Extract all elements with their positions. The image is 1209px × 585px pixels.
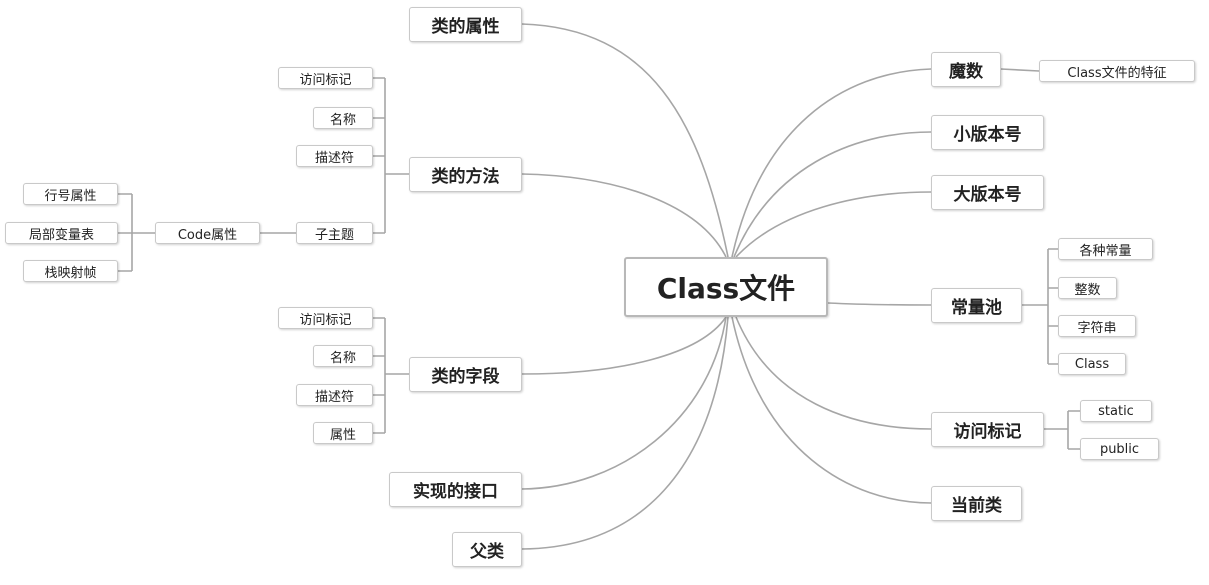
node-method-access-flags[interactable]: 访问标记 xyxy=(278,67,373,89)
edge-root-minor xyxy=(733,131,932,258)
node-field-access-flags[interactable]: 访问标记 xyxy=(278,307,373,329)
node-field-descriptor[interactable]: 描述符 xyxy=(296,384,373,406)
node-field-attribute[interactable]: 属性 xyxy=(313,422,373,444)
edge-root-magic xyxy=(731,68,932,258)
node-line-number-attribute[interactable]: 行号属性 xyxy=(23,183,118,205)
node-class-file-feature[interactable]: Class文件的特征 xyxy=(1039,60,1195,82)
edge-root-fields xyxy=(521,316,727,375)
node-access-flags[interactable]: 访问标记 xyxy=(931,412,1044,447)
node-pool-integer[interactable]: 整数 xyxy=(1058,277,1117,299)
edge-code-bracket xyxy=(118,193,155,272)
edge-root-pool xyxy=(827,302,932,306)
node-class-attributes[interactable]: 类的属性 xyxy=(409,7,522,42)
node-major-version[interactable]: 大版本号 xyxy=(931,175,1044,210)
edge-pool-bracket xyxy=(1022,249,1049,364)
node-pool-string[interactable]: 字符串 xyxy=(1058,315,1136,337)
node-parent-class[interactable]: 父类 xyxy=(452,532,522,567)
edge-magic-desc xyxy=(1000,68,1040,72)
edge-root-major xyxy=(735,191,932,258)
root-node[interactable]: Class文件 xyxy=(624,257,828,317)
node-constant-pool[interactable]: 常量池 xyxy=(931,288,1022,323)
edge-methods-bracket xyxy=(373,77,409,234)
node-access-static[interactable]: static xyxy=(1080,400,1152,422)
node-class-fields[interactable]: 类的字段 xyxy=(409,357,522,392)
node-magic-number[interactable]: 魔数 xyxy=(931,52,1001,87)
node-minor-version[interactable]: 小版本号 xyxy=(931,115,1044,150)
node-access-public[interactable]: public xyxy=(1080,438,1159,460)
edge-root-interfaces xyxy=(521,316,727,490)
edge-root-methods xyxy=(521,173,727,258)
node-local-variable-table[interactable]: 局部变量表 xyxy=(5,222,118,244)
node-interfaces[interactable]: 实现的接口 xyxy=(389,472,522,507)
node-code-attribute[interactable]: Code属性 xyxy=(155,222,260,244)
node-method-descriptor[interactable]: 描述符 xyxy=(296,145,373,167)
node-current-class[interactable]: 当前类 xyxy=(931,486,1022,521)
edge-root-current xyxy=(731,316,932,504)
node-method-subtopic[interactable]: 子主题 xyxy=(296,222,373,244)
edge-fields-bracket xyxy=(373,317,409,434)
node-pool-constants[interactable]: 各种常量 xyxy=(1058,238,1153,260)
node-pool-class[interactable]: Class xyxy=(1058,353,1126,375)
node-method-name[interactable]: 名称 xyxy=(313,107,373,129)
edge-root-access xyxy=(735,316,932,430)
node-stack-map-frame[interactable]: 栈映射帧 xyxy=(23,260,118,282)
node-field-name[interactable]: 名称 xyxy=(313,345,373,367)
edge-root-parent xyxy=(521,316,729,550)
node-class-methods[interactable]: 类的方法 xyxy=(409,157,522,192)
edge-access-bracket xyxy=(1044,410,1080,450)
edge-pool-children xyxy=(1036,248,1058,365)
edge-root-class-attributes xyxy=(521,23,729,258)
